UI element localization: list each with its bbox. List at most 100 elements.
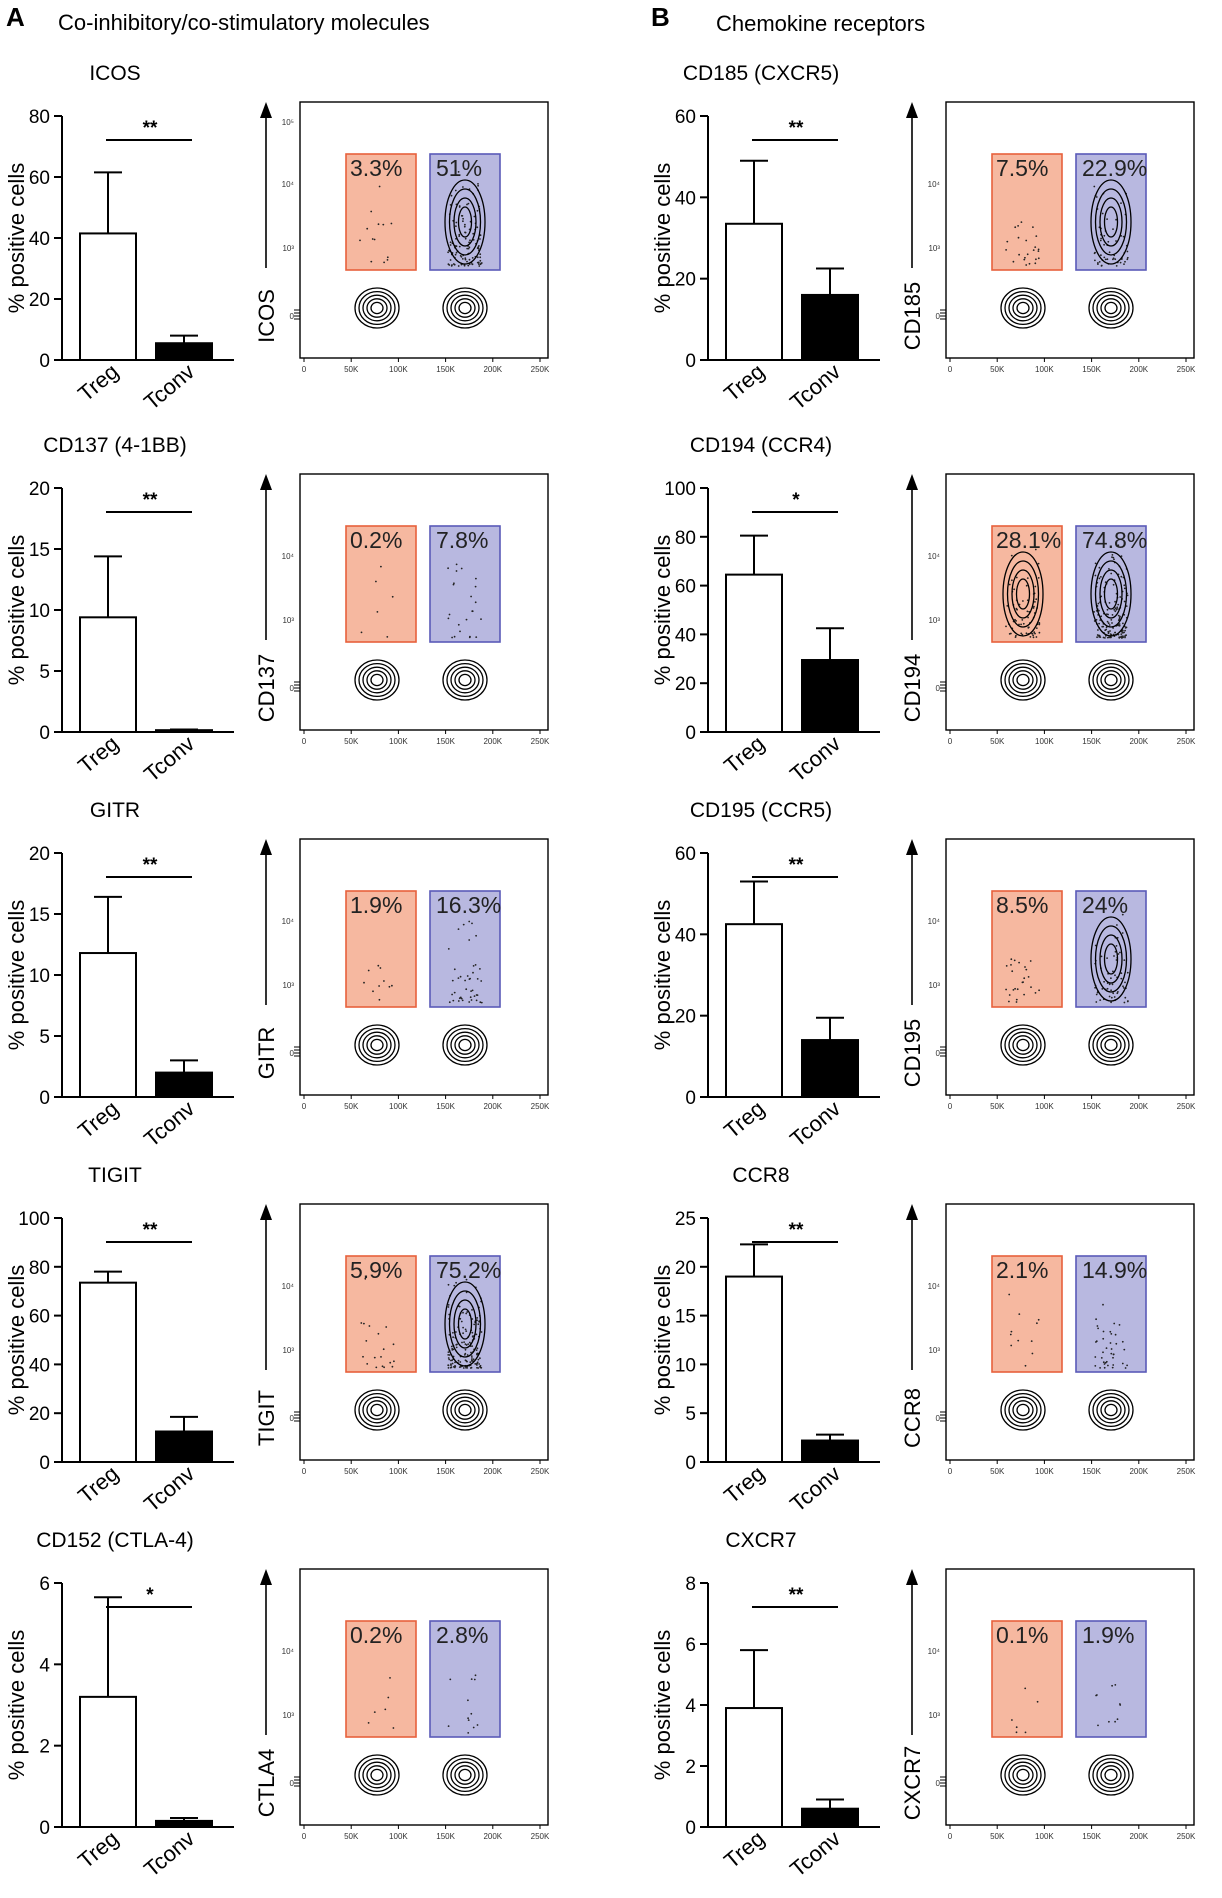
y-tick-label: 100 <box>18 1209 50 1230</box>
event-dot <box>1023 977 1026 980</box>
event-dot <box>359 239 361 242</box>
contour-ring <box>366 1400 388 1420</box>
contour-ring-positive <box>1094 925 1128 993</box>
contour-ring <box>1096 1396 1126 1424</box>
event-dot <box>1095 196 1098 198</box>
event-dot <box>1024 966 1026 968</box>
event-dot <box>1114 607 1117 610</box>
event-dot <box>388 985 391 988</box>
event-dot <box>1114 1333 1117 1336</box>
event-dot <box>1101 988 1104 990</box>
event-dot <box>479 256 482 259</box>
event-dot <box>471 1309 473 1311</box>
significance-marker: ** <box>789 1585 804 1606</box>
event-dot <box>1119 615 1121 618</box>
flow-y-tick-label: 10³ <box>282 1346 294 1355</box>
event-dot <box>476 1361 479 1364</box>
contour-ring <box>1012 298 1034 318</box>
event-dot <box>447 1283 450 1286</box>
flow-y-tick-label: 10³ <box>928 244 940 253</box>
tconv-percentage: 2.8% <box>436 1622 488 1648</box>
treg-gate <box>991 890 1063 1008</box>
y-axis-label: % positive cells <box>650 163 675 313</box>
y-tick-label: 40 <box>29 1355 50 1376</box>
contour-ring-positive <box>1002 551 1044 637</box>
event-dot <box>1029 636 1032 638</box>
contour-ring <box>1012 670 1034 690</box>
contour-ring-positive <box>1015 578 1031 610</box>
event-dot <box>381 1365 384 1368</box>
treg-gate <box>345 1620 417 1738</box>
event-dot <box>470 990 472 992</box>
event-dot <box>455 225 457 228</box>
event-dot <box>450 1366 453 1369</box>
contour-ring <box>1092 1392 1130 1428</box>
event-dot <box>464 257 467 260</box>
contour-ring <box>454 1035 476 1055</box>
significance-marker: ** <box>789 1220 804 1241</box>
y-tick-label: 80 <box>29 1258 50 1279</box>
contour-ring-positive <box>1090 551 1132 637</box>
flow-x-tick-label: 100K <box>1035 737 1054 746</box>
event-dot <box>1015 576 1018 579</box>
y-tick-label: 100 <box>664 479 696 500</box>
event-dot <box>1028 262 1031 265</box>
event-dot <box>467 1717 469 1720</box>
category-label: Treg <box>719 1461 769 1509</box>
event-dot <box>1034 601 1036 603</box>
flow-y-tick-label: 0 <box>290 1049 295 1058</box>
event-dot <box>451 636 453 639</box>
flow-x-tick-label: 100K <box>1035 1102 1054 1111</box>
marker-axis-label: CTLA4 <box>254 1749 279 1817</box>
flow-plot-frame <box>299 1203 549 1461</box>
event-dot <box>1121 1362 1124 1365</box>
event-dot <box>1112 1356 1114 1359</box>
flow-plot-frame <box>299 101 549 359</box>
contour-ring <box>454 1765 476 1785</box>
flow-y-tick-label: 10³ <box>282 1711 294 1720</box>
event-dot <box>1097 629 1099 631</box>
event-dot <box>1032 636 1035 639</box>
y-tick-label: 5 <box>39 662 50 683</box>
event-dot <box>1107 632 1110 635</box>
category-label: Tconv <box>785 1826 845 1882</box>
tconv-percentage: 14.9% <box>1082 1257 1147 1283</box>
event-dot <box>375 580 377 583</box>
event-dot <box>463 1341 465 1343</box>
event-dot <box>477 183 479 185</box>
contour-ring <box>1016 1768 1030 1782</box>
event-dot <box>464 223 466 226</box>
event-dot <box>1120 977 1123 980</box>
event-dot <box>460 997 463 1000</box>
event-dot <box>392 1343 395 1346</box>
event-dot <box>1035 258 1037 261</box>
bar-treg <box>725 573 783 733</box>
contour-ring <box>458 301 472 315</box>
event-dot <box>1106 218 1108 221</box>
event-dot <box>1116 924 1118 926</box>
event-dot <box>464 979 466 982</box>
contour-ring-positive <box>448 1290 482 1358</box>
contour-ring <box>1000 1754 1046 1796</box>
event-dot <box>473 215 476 218</box>
contour-ring <box>362 1396 392 1424</box>
event-dot <box>1097 263 1099 265</box>
y-tick-label: 40 <box>675 188 696 209</box>
chart-title: ICOS <box>89 62 140 85</box>
contour-ring <box>454 1400 476 1420</box>
flow-x-tick-label: 250K <box>1177 1467 1196 1476</box>
marker-axis-label: CD185 <box>900 282 925 350</box>
flow-y-tick-label: 10⁴ <box>928 1282 941 1291</box>
event-dot <box>383 1366 385 1369</box>
event-dot <box>478 263 480 265</box>
event-dot <box>474 1674 477 1677</box>
marker-axis-label: CD137 <box>254 654 279 722</box>
event-dot <box>1115 265 1118 267</box>
contour-ring <box>446 1757 484 1793</box>
event-dot <box>1032 607 1035 609</box>
chart-title: GITR <box>90 799 140 822</box>
event-dot <box>1126 258 1129 261</box>
event-dot <box>367 1722 370 1724</box>
y-tick-label: 60 <box>675 107 696 128</box>
event-dot <box>1110 996 1113 999</box>
